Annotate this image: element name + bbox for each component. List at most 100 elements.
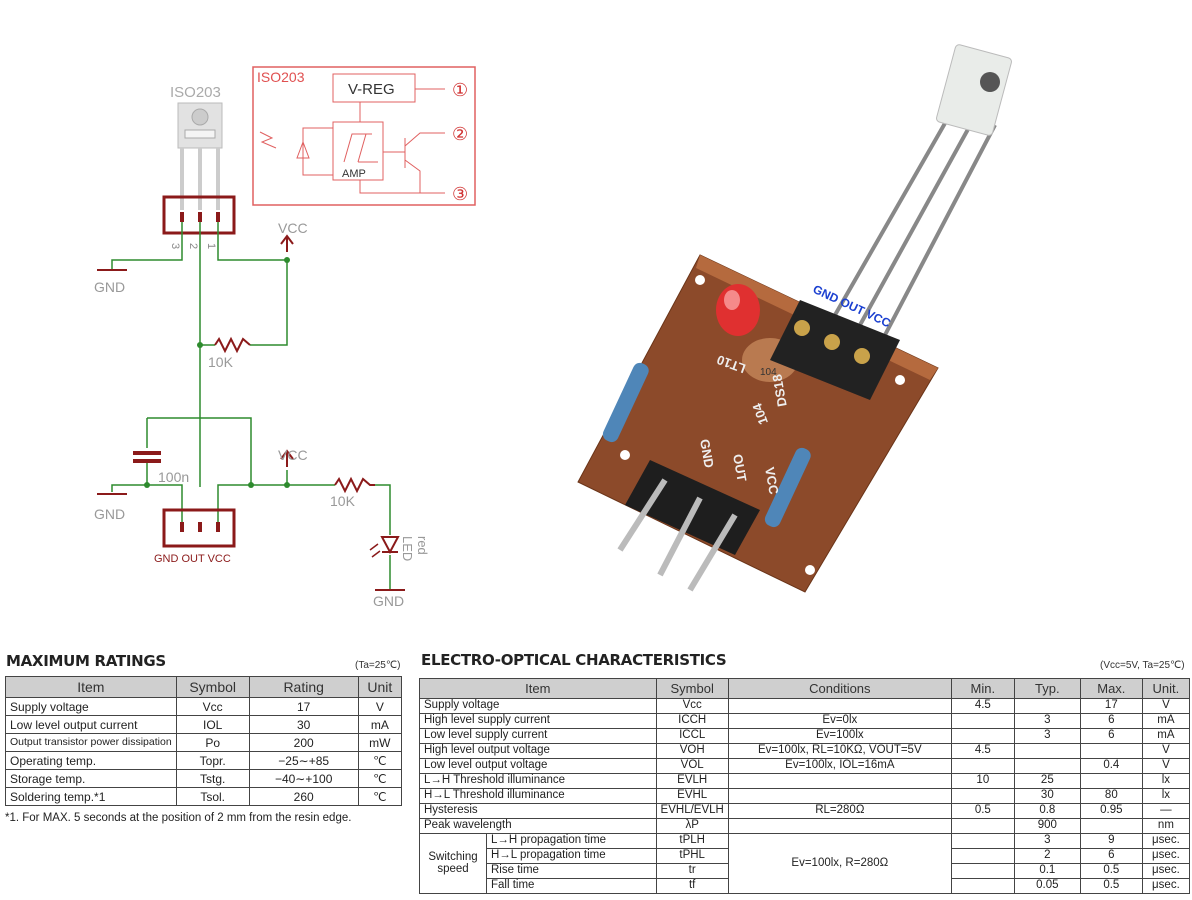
- table-cell: 4.5: [950, 743, 1015, 759]
- table-cell: [1079, 743, 1143, 759]
- table-cell: 17: [1079, 698, 1143, 714]
- table-cell: [950, 713, 1015, 729]
- max-ratings-footnote: *1. For MAX. 5 seconds at the position o…: [5, 812, 352, 824]
- table-cell: lx: [1141, 788, 1191, 804]
- table-cell: 0.5: [1079, 878, 1143, 894]
- svg-text:AMP: AMP: [342, 168, 366, 180]
- table-cell: VOH: [655, 743, 729, 759]
- table-cell: EVLH: [655, 773, 729, 789]
- table-cell: μsec.: [1141, 848, 1191, 864]
- svg-text:GND: GND: [697, 438, 717, 469]
- svg-text:①: ①: [452, 80, 468, 100]
- table-cell: V: [1141, 758, 1191, 774]
- electro-optical-table: Item Symbol Conditions Min. Typ. Max. Un…: [419, 678, 1191, 894]
- table-cell: V: [1141, 698, 1191, 714]
- table-cell: [950, 863, 1015, 879]
- table-cell: ℃: [357, 751, 403, 770]
- table-cell: 80: [1079, 788, 1143, 804]
- module-photo: GND OUT VCC GND OUT VCC LT10 DS18 104 10…: [577, 44, 1012, 593]
- table-cell: [727, 773, 952, 789]
- table-cell: IOL: [175, 715, 250, 734]
- svg-text:GND: GND: [94, 279, 125, 295]
- svg-text:GND: GND: [373, 593, 404, 609]
- table-cell: 6: [1079, 848, 1143, 864]
- table-cell: [950, 833, 1015, 849]
- svg-text:V-REG: V-REG: [348, 81, 395, 98]
- table-cell: 0.05: [1013, 878, 1081, 894]
- table-cell: [950, 848, 1015, 864]
- table-cell: EVHL/EVLH: [655, 803, 729, 819]
- table-cell: [950, 728, 1015, 744]
- table-cell: V: [1141, 743, 1191, 759]
- red-led: [716, 284, 760, 336]
- table-cell: 0.95: [1079, 803, 1143, 819]
- table-cell: nm: [1141, 818, 1191, 834]
- ir-sensor: [936, 44, 1012, 136]
- svg-text:red: red: [415, 536, 430, 555]
- table-cell: L→H propagation time: [486, 833, 657, 849]
- table-cell: 0.5: [950, 803, 1015, 819]
- table-cell: Vcc: [655, 698, 729, 714]
- svg-text:③: ③: [452, 184, 468, 204]
- table-cell: 3: [1013, 713, 1081, 729]
- table-cell: mA: [1141, 728, 1191, 744]
- table-cell: 3: [1013, 833, 1081, 849]
- resistor: [764, 447, 811, 528]
- svg-text:104: 104: [749, 401, 771, 427]
- table-cell: [950, 758, 1015, 774]
- table-cell: 260: [248, 787, 359, 806]
- sensor-lens: [980, 72, 1000, 92]
- table-cell: Switching speed: [419, 833, 487, 894]
- table-cell: 10: [950, 773, 1015, 789]
- table-cell: Output transistor power dissipation: [5, 733, 177, 752]
- schematic: ISO203 3 2 1 ISO203 V-REG AMP ① ② ③: [94, 66, 476, 609]
- table-cell: Po: [175, 733, 250, 752]
- svg-text:1: 1: [205, 243, 217, 249]
- table-cell: ℃: [357, 769, 403, 788]
- table-cell: tPLH: [655, 833, 729, 849]
- svg-text:LED: LED: [400, 536, 415, 561]
- table-cell: High level output voltage: [419, 743, 657, 759]
- table-cell: tPHL: [655, 848, 729, 864]
- table-cell: 0.4: [1079, 758, 1143, 774]
- block-diagram: [252, 66, 476, 206]
- table-cell: 900: [1013, 818, 1081, 834]
- table-cell: RL=280Ω: [727, 803, 952, 819]
- table-cell: L→H Threshold illuminance: [419, 773, 657, 789]
- table-cell: 200: [248, 733, 359, 752]
- table-cell: [727, 788, 952, 804]
- table-cell: 30: [1013, 788, 1081, 804]
- table-cell: 0.5: [1079, 863, 1143, 879]
- table-cell: 4.5: [950, 698, 1015, 714]
- table-cell: Ev=0lx: [727, 713, 952, 729]
- table-cell: μsec.: [1141, 863, 1191, 879]
- table-cell: tr: [655, 863, 729, 879]
- svg-text:ISO203: ISO203: [257, 69, 305, 85]
- table-cell: Supply voltage: [419, 698, 657, 714]
- table-cell: [950, 818, 1015, 834]
- table-cell: Ev=100lx, R=280Ω: [727, 833, 952, 894]
- table-cell: Vcc: [175, 697, 250, 716]
- table-cell: Tstg.: [175, 769, 250, 788]
- table-header-row: Item Symbol Conditions Min. Typ. Max. Un…: [419, 678, 1191, 699]
- table-cell: −25∼+85: [248, 751, 359, 770]
- max-ratings-title: MAXIMUM RATINGS: [6, 652, 166, 670]
- table-cell: Tsol.: [175, 787, 250, 806]
- table-row: Storage temp.Tstg.−40∼+100℃: [5, 769, 403, 788]
- svg-text:2: 2: [187, 243, 199, 249]
- svg-text:100n: 100n: [158, 469, 189, 485]
- table-cell: Supply voltage: [5, 697, 177, 716]
- svg-text:VCC: VCC: [278, 220, 308, 236]
- table-cell: EVHL: [655, 788, 729, 804]
- table-cell: Hysteresis: [419, 803, 657, 819]
